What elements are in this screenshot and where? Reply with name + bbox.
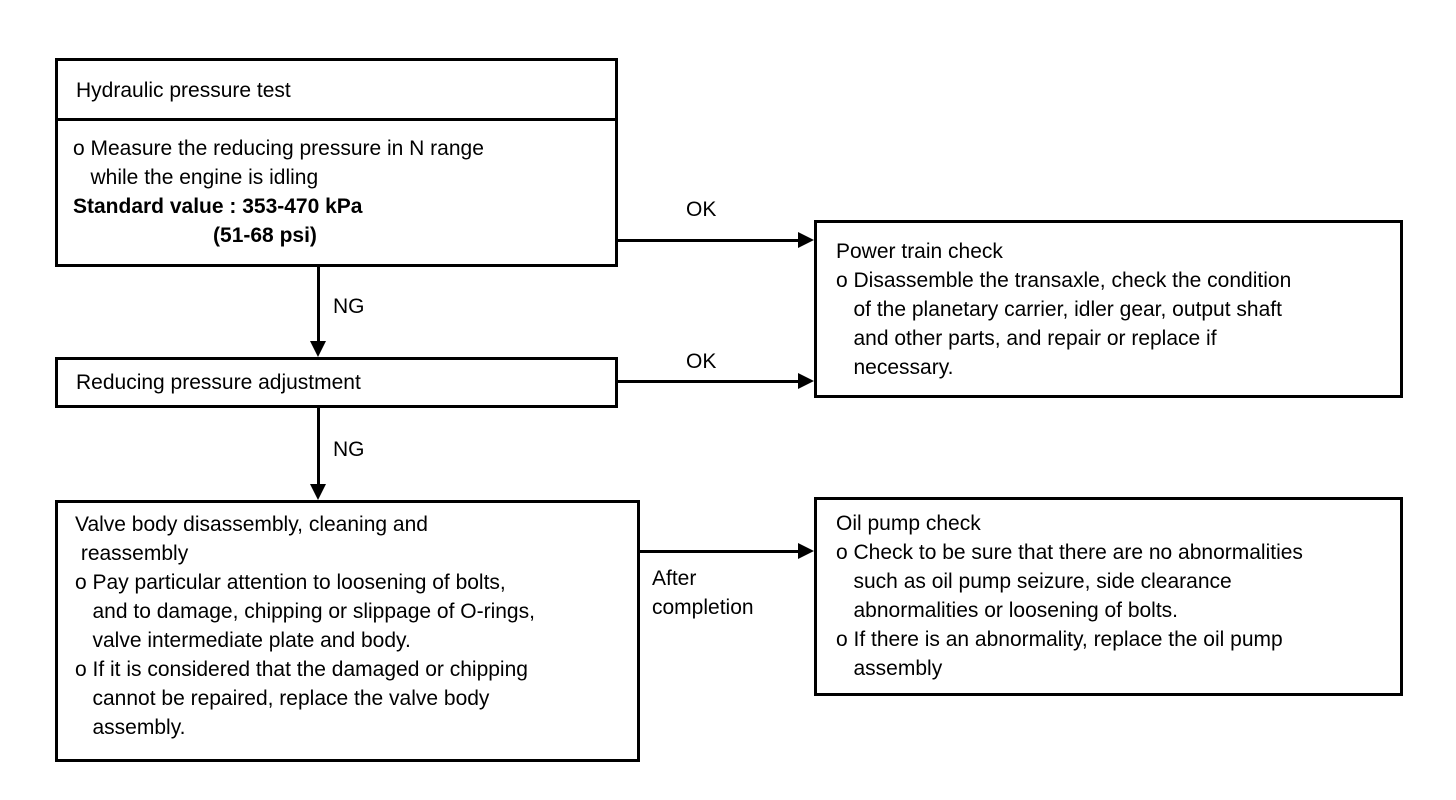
node-valve-body-line-6: o If it is considered that the damaged o… bbox=[75, 658, 528, 681]
edge-valve-body-to-oil-pump-arrowhead bbox=[798, 543, 814, 559]
edge-label-ng-lower: NG bbox=[333, 438, 365, 461]
edge-test-to-power-train-arrowhead bbox=[798, 232, 814, 248]
node-oil-pump-check-line-5: o If there is an abnormality, replace th… bbox=[836, 628, 1283, 651]
edge-label-after-completion-line-2: completion bbox=[652, 596, 754, 619]
node-power-train-check-line-4: and other parts, and repair or replace i… bbox=[836, 327, 1217, 350]
node-valve-body-line-3: o Pay particular attention to loosening … bbox=[75, 571, 506, 594]
edge-adjustment-to-valve-body-line bbox=[317, 408, 320, 484]
node-valve-body-line-5: valve intermediate plate and body. bbox=[75, 629, 411, 652]
edge-test-to-adjustment-line bbox=[317, 267, 320, 341]
edge-label-ok-top: OK bbox=[686, 198, 717, 221]
edge-label-ok-middle: OK bbox=[686, 350, 717, 373]
edge-test-to-adjustment-arrowhead bbox=[310, 341, 326, 357]
node-reducing-pressure-adjustment: Reducing pressure adjustment bbox=[55, 357, 618, 408]
node-hydraulic-pressure-test-standard-value: Standard value : 353-470 kPa bbox=[73, 195, 363, 218]
node-valve-body-line-2: reassembly bbox=[75, 542, 189, 565]
node-reducing-pressure-adjustment-label: Reducing pressure adjustment bbox=[76, 371, 361, 394]
node-valve-body-line-7: cannot be repaired, replace the valve bo… bbox=[75, 687, 490, 710]
node-valve-body-line-1: Valve body disassembly, cleaning and bbox=[75, 513, 428, 536]
node-hydraulic-pressure-test: Hydraulic pressure test o Measure the re… bbox=[55, 58, 618, 267]
edge-label-ng-upper: NG bbox=[333, 295, 365, 318]
node-valve-body-disassembly: Valve body disassembly, cleaning and rea… bbox=[55, 500, 640, 762]
node-oil-pump-check-line-4: abnormalities or loosening of bolts. bbox=[836, 599, 1179, 622]
node-hydraulic-pressure-test-header: Hydraulic pressure test bbox=[76, 79, 291, 102]
node-valve-body-line-8: assembly. bbox=[75, 716, 186, 739]
edge-label-after-completion-line-1: After bbox=[652, 567, 697, 590]
node-valve-body-line-4: and to damage, chipping or slippage of O… bbox=[75, 600, 535, 623]
node-hydraulic-pressure-test-body-line-1: o Measure the reducing pressure in N ran… bbox=[73, 137, 484, 160]
node-hydraulic-pressure-test-standard-value-psi: (51-68 psi) bbox=[73, 224, 317, 247]
edge-test-to-power-train-line bbox=[618, 239, 802, 242]
node-hydraulic-pressure-test-body-line-2: while the engine is idling bbox=[73, 166, 319, 189]
edge-adjustment-to-power-train-line bbox=[618, 380, 802, 383]
node-power-train-check-line-1: Power train check bbox=[836, 240, 1003, 263]
node-oil-pump-check: Oil pump check o Check to be sure that t… bbox=[814, 497, 1403, 696]
node-oil-pump-check-line-6: assembly bbox=[836, 657, 943, 680]
node-header-divider bbox=[58, 118, 615, 121]
edge-adjustment-to-power-train-arrowhead bbox=[798, 373, 814, 389]
edge-valve-body-to-oil-pump-line bbox=[640, 550, 802, 553]
node-power-train-check-line-2: o Disassemble the transaxle, check the c… bbox=[836, 269, 1292, 292]
node-power-train-check-line-5: necessary. bbox=[836, 356, 954, 379]
node-oil-pump-check-line-1: Oil pump check bbox=[836, 512, 981, 535]
node-power-train-check-line-3: of the planetary carrier, idler gear, ou… bbox=[836, 298, 1282, 321]
edge-adjustment-to-valve-body-arrowhead bbox=[310, 484, 326, 500]
node-oil-pump-check-line-3: such as oil pump seizure, side clearance bbox=[836, 570, 1232, 593]
node-power-train-check: Power train check o Disassemble the tran… bbox=[814, 220, 1403, 398]
node-oil-pump-check-line-2: o Check to be sure that there are no abn… bbox=[836, 541, 1303, 564]
